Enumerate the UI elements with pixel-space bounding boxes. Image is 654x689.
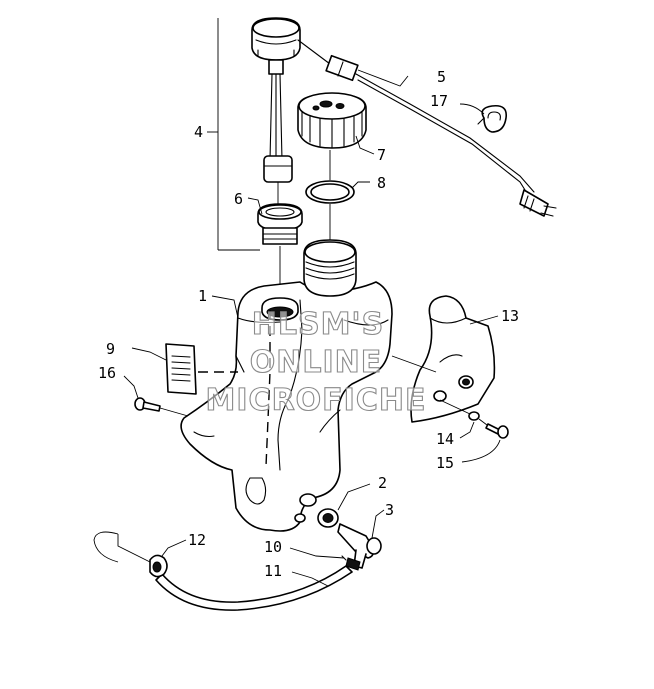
o-ring xyxy=(305,180,355,204)
shield-screw xyxy=(485,423,509,439)
screw-15-line xyxy=(478,418,488,426)
watermark-line-2: ONLINE xyxy=(250,345,383,380)
watermark-line-1: HLSM'S xyxy=(252,307,384,342)
callout-13: 13 xyxy=(501,307,519,325)
callout-8: 8 xyxy=(377,174,386,192)
wire-harness xyxy=(355,73,557,217)
watermark-line-3: MICROFICHE xyxy=(206,383,427,418)
grommet-12-line xyxy=(117,534,151,563)
callout-3: 3 xyxy=(385,501,394,519)
callout-labels: 1 2 3 4 5 6 7 8 9 10 11 12 13 14 15 16 1… xyxy=(98,68,519,580)
assembly-4-bracket xyxy=(207,18,260,251)
callout-leaders xyxy=(123,69,501,587)
warning-decal xyxy=(165,343,197,395)
fuel-filler-cap xyxy=(297,92,367,149)
callout-17: 17 xyxy=(430,92,448,110)
callout-12: 12 xyxy=(188,531,206,549)
callout-11: 11 xyxy=(264,562,282,580)
watermark: HLSM'S ONLINE MICROFICHE xyxy=(205,306,427,418)
mounting-screw-left xyxy=(134,397,161,412)
wire-clamp xyxy=(477,104,508,133)
fuel-tank xyxy=(180,281,393,532)
callout-10: 10 xyxy=(264,538,282,556)
internal-pickup-line xyxy=(265,310,271,467)
drain-grommet xyxy=(149,554,168,578)
callout-5: 5 xyxy=(437,68,446,86)
screw-16-line xyxy=(159,407,189,417)
tank-filler-neck xyxy=(303,239,357,297)
callout-14: 14 xyxy=(436,430,454,448)
callout-2: 2 xyxy=(378,474,387,492)
heat-shield xyxy=(410,295,496,423)
callout-6: 6 xyxy=(234,190,243,208)
callout-1: 1 xyxy=(198,287,207,305)
gauge-grommet xyxy=(257,203,303,245)
shield-washer xyxy=(468,411,480,421)
callout-9: 9 xyxy=(106,340,115,358)
callout-15: 15 xyxy=(436,454,454,472)
washer-line xyxy=(439,399,471,415)
fuel-hose xyxy=(155,565,353,611)
callout-16: 16 xyxy=(98,364,116,382)
callout-7: 7 xyxy=(377,146,386,164)
outlet-grommet xyxy=(317,508,339,528)
fuel-gauge-sender xyxy=(251,17,359,183)
grommet-12-hidden-arc xyxy=(93,531,119,563)
shield-align-line xyxy=(391,355,437,373)
callout-4: 4 xyxy=(194,123,203,141)
